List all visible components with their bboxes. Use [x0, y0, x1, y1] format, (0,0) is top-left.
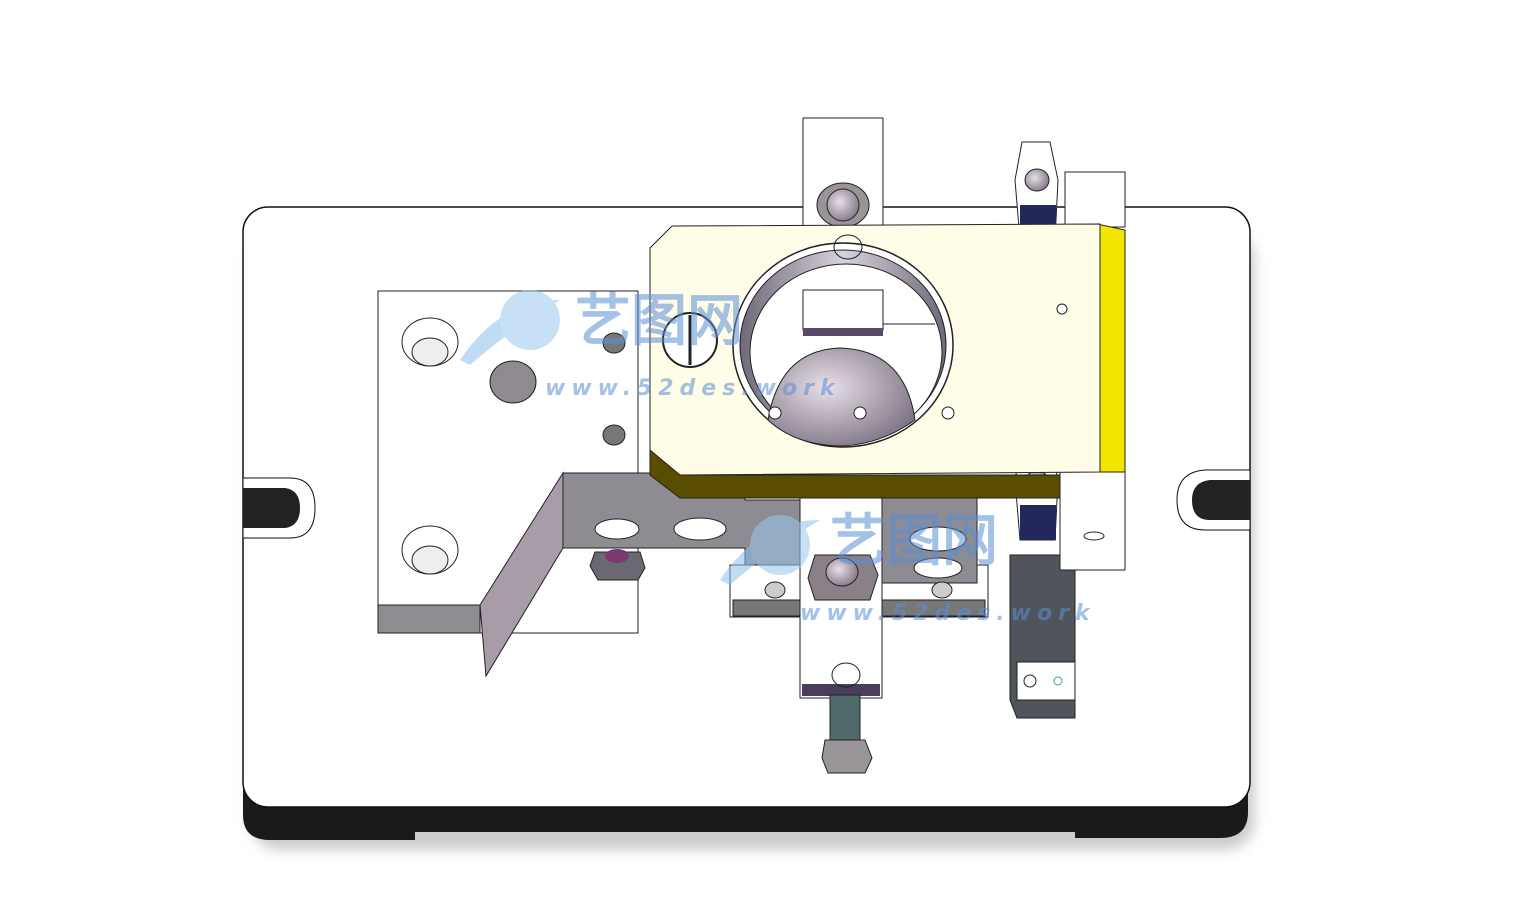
- lower-clamp: [729, 497, 989, 774]
- upper-clamp: [802, 117, 884, 229]
- hex-nut: [589, 551, 646, 581]
- watermark-logo: 艺图网 www.52des.work: [460, 289, 841, 401]
- counterbore-hole: [401, 525, 459, 575]
- watermark-url: www.52des.work: [800, 601, 1096, 626]
- watermark-url: www.52des.work: [545, 376, 841, 401]
- counterbore-hole: [401, 317, 459, 367]
- watermark-brand: 艺图网: [575, 289, 743, 354]
- watermark-logo: 艺图网 www.52des.work: [720, 509, 1096, 626]
- screw: [829, 694, 861, 746]
- dowel-pin: [489, 360, 537, 404]
- fixture-plate: [649, 223, 1126, 499]
- watermark-brand: 艺图网: [830, 509, 998, 574]
